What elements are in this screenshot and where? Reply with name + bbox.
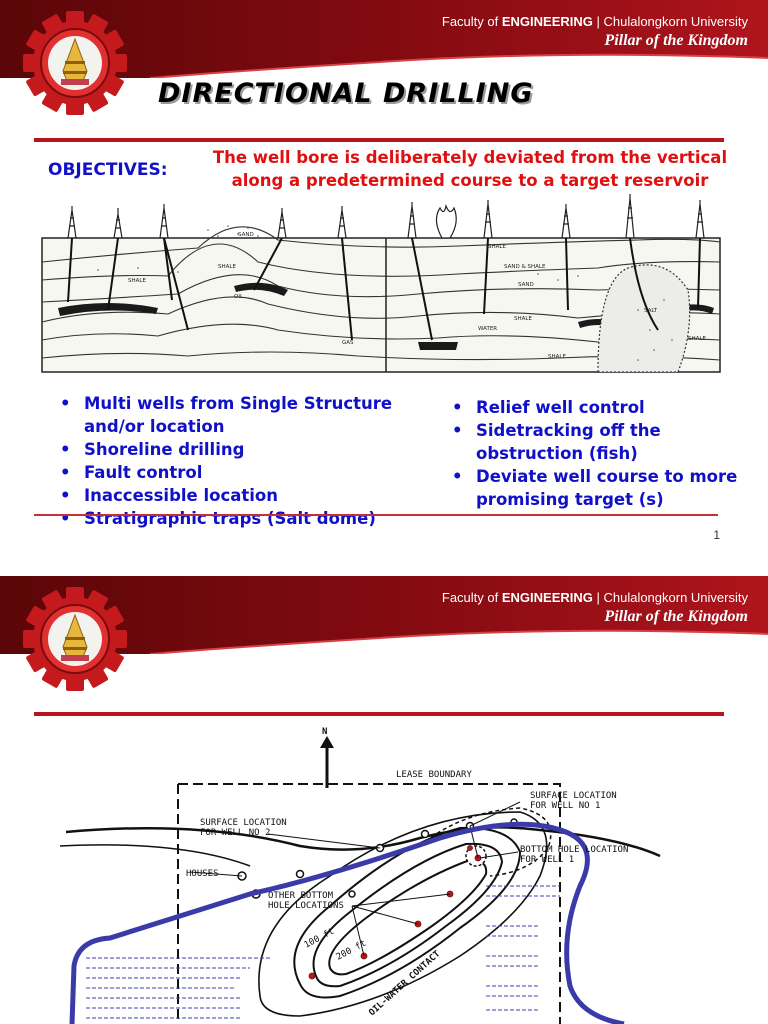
label-water: WATER	[478, 326, 497, 332]
label-sand-shale: SAND & SHALE	[504, 264, 546, 270]
north-label: N	[322, 727, 327, 737]
bottom-divider	[34, 514, 718, 516]
objectives-label: OBJECTIVES:	[48, 160, 168, 180]
north-arrow: N	[320, 727, 334, 788]
lease-map-diagram: N LEASE BOUNDARY	[59, 727, 661, 1024]
label-houses: HOUSES	[186, 869, 219, 879]
bullet-item: Deviate well course to more promising ta…	[448, 465, 760, 511]
label-bottom-hole-line1: BOTTOM HOLE LOCATION	[520, 845, 628, 855]
label-shale-bottom: SHALE	[548, 354, 566, 360]
header-banner	[0, 576, 768, 654]
bullet-item: Multi wells from Single Structure and/or…	[56, 392, 428, 438]
university-gear-logo	[23, 587, 127, 691]
header-banner	[0, 0, 768, 78]
title-divider	[34, 138, 724, 142]
label-oil-left: OIL	[234, 294, 244, 300]
label-gas: GAS	[342, 340, 354, 346]
motto: Pillar of the Kingdom	[604, 32, 748, 49]
label-surface-well1-line2: FOR WELL NO 1	[530, 801, 600, 811]
label-shale-low: SHALE	[514, 316, 532, 322]
directional-drilling-cross-section: SAND SHALE OIL SHALE SAND & SHALE SAND S…	[41, 194, 721, 373]
label-surface-well1-line1: SURFACE LOCATION	[530, 791, 617, 801]
bullet-item: Shoreline drilling	[56, 438, 428, 461]
faculty-label: Faculty of ENGINEERING | Chulalongkorn U…	[441, 14, 748, 29]
label-surface-well2-line1: SURFACE LOCATION	[200, 818, 287, 828]
objectives-line-1: The well bore is deliberately deviated f…	[212, 148, 728, 167]
slide-title: DIRECTIONAL DRILLING	[158, 78, 534, 109]
page-number: 1	[713, 528, 720, 542]
objectives-text: The well bore is deliberately deviated f…	[200, 146, 740, 192]
label-lease-boundary: LEASE BOUNDARY	[396, 770, 472, 780]
label-other-bottom-line2: HOLE LOCATIONS	[268, 901, 344, 911]
objectives-line-2: along a predetermined course to a target…	[231, 171, 709, 190]
label-sand-right: SAND	[518, 282, 534, 288]
label-shale-top: SHALE	[488, 244, 506, 250]
faculty-label: Faculty of ENGINEERING | Chulalongkorn U…	[441, 590, 748, 605]
lease-boundary-line	[177, 783, 561, 1024]
label-shale-left: SHALE	[128, 278, 146, 284]
label-bottom-hole-line2: FOR WELL 1	[520, 855, 574, 865]
bullet-item: Sidetracking off the obstruction (fish)	[448, 419, 760, 465]
label-contour-100: 100 ft	[303, 927, 336, 951]
bullet-list-right: Relief well control Sidetracking off the…	[448, 396, 760, 511]
bullet-item: Inaccessible location	[56, 484, 428, 507]
label-shale-mid: SHALE	[218, 264, 236, 270]
label-sand: SAND	[238, 232, 254, 238]
shoreline	[69, 821, 625, 1024]
bullet-item: Stratigraphic traps (Salt dome)	[56, 507, 428, 530]
label-surface-well2-line2: FOR WELL NO 2	[200, 828, 270, 838]
label-salt: SALT	[644, 308, 658, 314]
label-shale-far-right: SHALE	[688, 336, 706, 342]
bullet-item: Relief well control	[448, 396, 760, 419]
slide-gap	[0, 560, 768, 576]
bullet-list-left: Multi wells from Single Structure and/or…	[56, 392, 428, 530]
university-gear-logo	[23, 11, 127, 115]
label-oil-bottom: OIL	[424, 344, 434, 350]
slide-2: Faculty of ENGINEERING | Chulalongkorn U…	[0, 576, 768, 1024]
slide-1: Faculty of ENGINEERING | Chulalongkorn U…	[0, 0, 768, 560]
motto: Pillar of the Kingdom	[604, 608, 748, 625]
label-other-bottom-line1: OTHER BOTTOM	[268, 891, 334, 901]
title-divider	[34, 712, 724, 716]
bullet-item: Fault control	[56, 461, 428, 484]
